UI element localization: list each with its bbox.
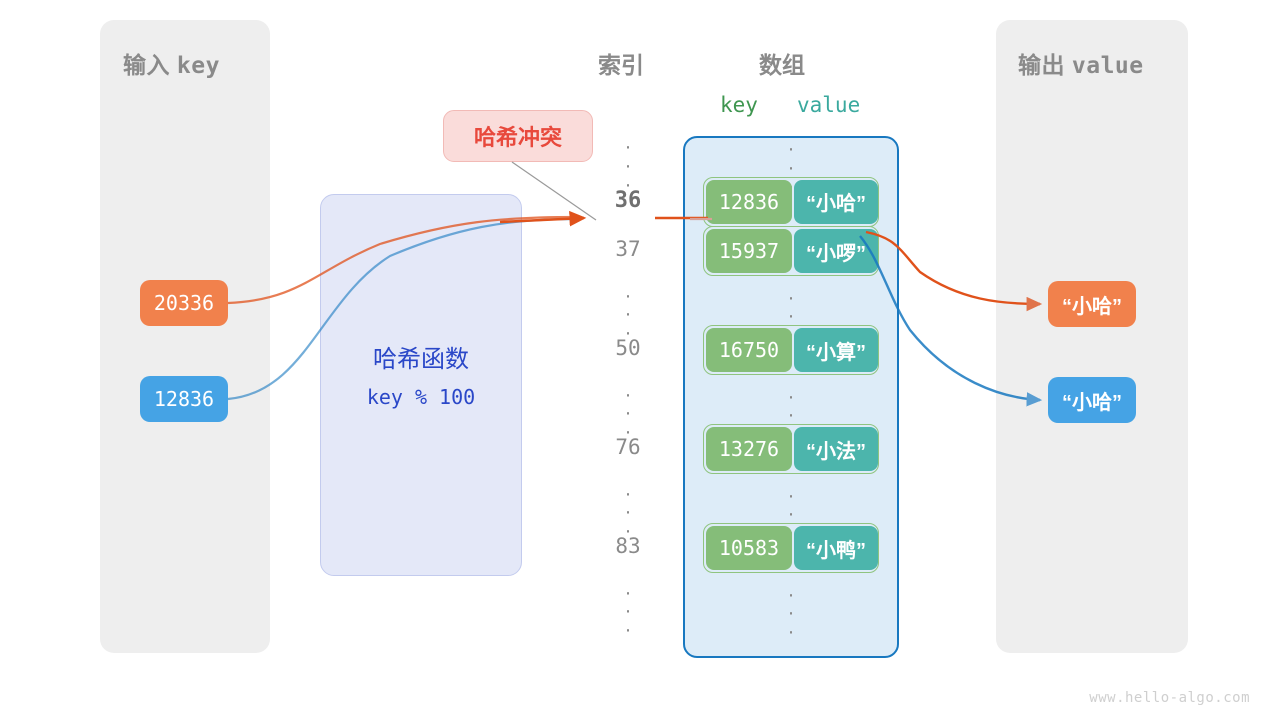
bucket-pair: 16750“小算” [703,325,879,375]
bucket-key-cell: 10583 [706,526,792,570]
collision-leader-line [511,161,597,221]
bucket-key-cell: 15937 [706,229,792,273]
bucket-pair: 13276“小法” [703,424,879,474]
index-label: 37 [615,237,641,261]
bucket-pair: 12836“小哈” [703,176,879,227]
bucket-value-cell: “小哈” [794,179,878,224]
bucket-value-cell: “小法” [794,427,878,471]
hash-function-formula: key % 100 [366,385,476,409]
wire-key-20336-to-index [227,215,577,305]
output-panel [996,20,1188,653]
key-column-header: key [720,93,758,117]
wire-key-12836-to-index [227,217,577,401]
index-ellipsis: ··· [624,382,632,444]
hash-collision-callout: 哈希冲突 [443,110,593,162]
output-value-chip: “小哈” [1048,281,1136,327]
bucket-pair: 15937“小啰” [703,226,879,276]
index-label: 76 [615,435,641,459]
array-ellipsis: ··· [787,582,795,644]
bucket-key-cell: 16750 [706,328,792,372]
hash-function-title: 哈希函数 [373,346,469,373]
output-title-cn: 输出 [1018,52,1065,78]
bucket-key-cell: 13276 [706,427,792,471]
bucket-value-cell: “小鸭” [794,526,878,570]
wire-bucket-to-output-orange [865,230,1043,312]
index-ellipsis: ··· [624,283,632,345]
index-ellipsis: ··· [624,135,632,196]
index-ellipsis: ··· [624,481,632,543]
bucket-value-cell: “小算” [794,328,878,372]
input-title-cn: 输入 [123,52,170,78]
array-column-title: 数组 [759,52,805,78]
bucket-value-cell: “小啰” [794,229,878,273]
index-label: 83 [615,534,641,558]
bucket-pair: 10583“小鸭” [703,523,879,573]
input-title-mono: key [176,53,220,79]
value-column-header: value [797,93,861,117]
array-container: ···12836“小哈”15937“小啰”···16750“小算”···1327… [683,136,899,658]
index-label: 36 [614,187,642,213]
output-title-mono: value [1071,53,1144,79]
bucket-key-cell: 12836 [706,179,792,224]
output-value-chip: “小哈” [1048,377,1136,423]
index-label: 50 [615,336,641,360]
input-panel [100,20,270,653]
index-ellipsis: ··· [624,580,632,642]
wire-bucket-to-output-blue [859,235,1043,407]
index-column-title: 索引 [598,52,644,78]
input-key-chip: 20336 [140,280,228,326]
input-panel-title: 输入 key [123,46,220,80]
input-key-chip: 12836 [140,376,228,422]
hash-function-box: 哈希函数 key % 100 [320,194,522,576]
watermark: www.hello-algo.com [1089,690,1250,706]
wire-merged-arrowhead [499,210,587,227]
output-panel-title: 输出 value [1018,46,1144,80]
